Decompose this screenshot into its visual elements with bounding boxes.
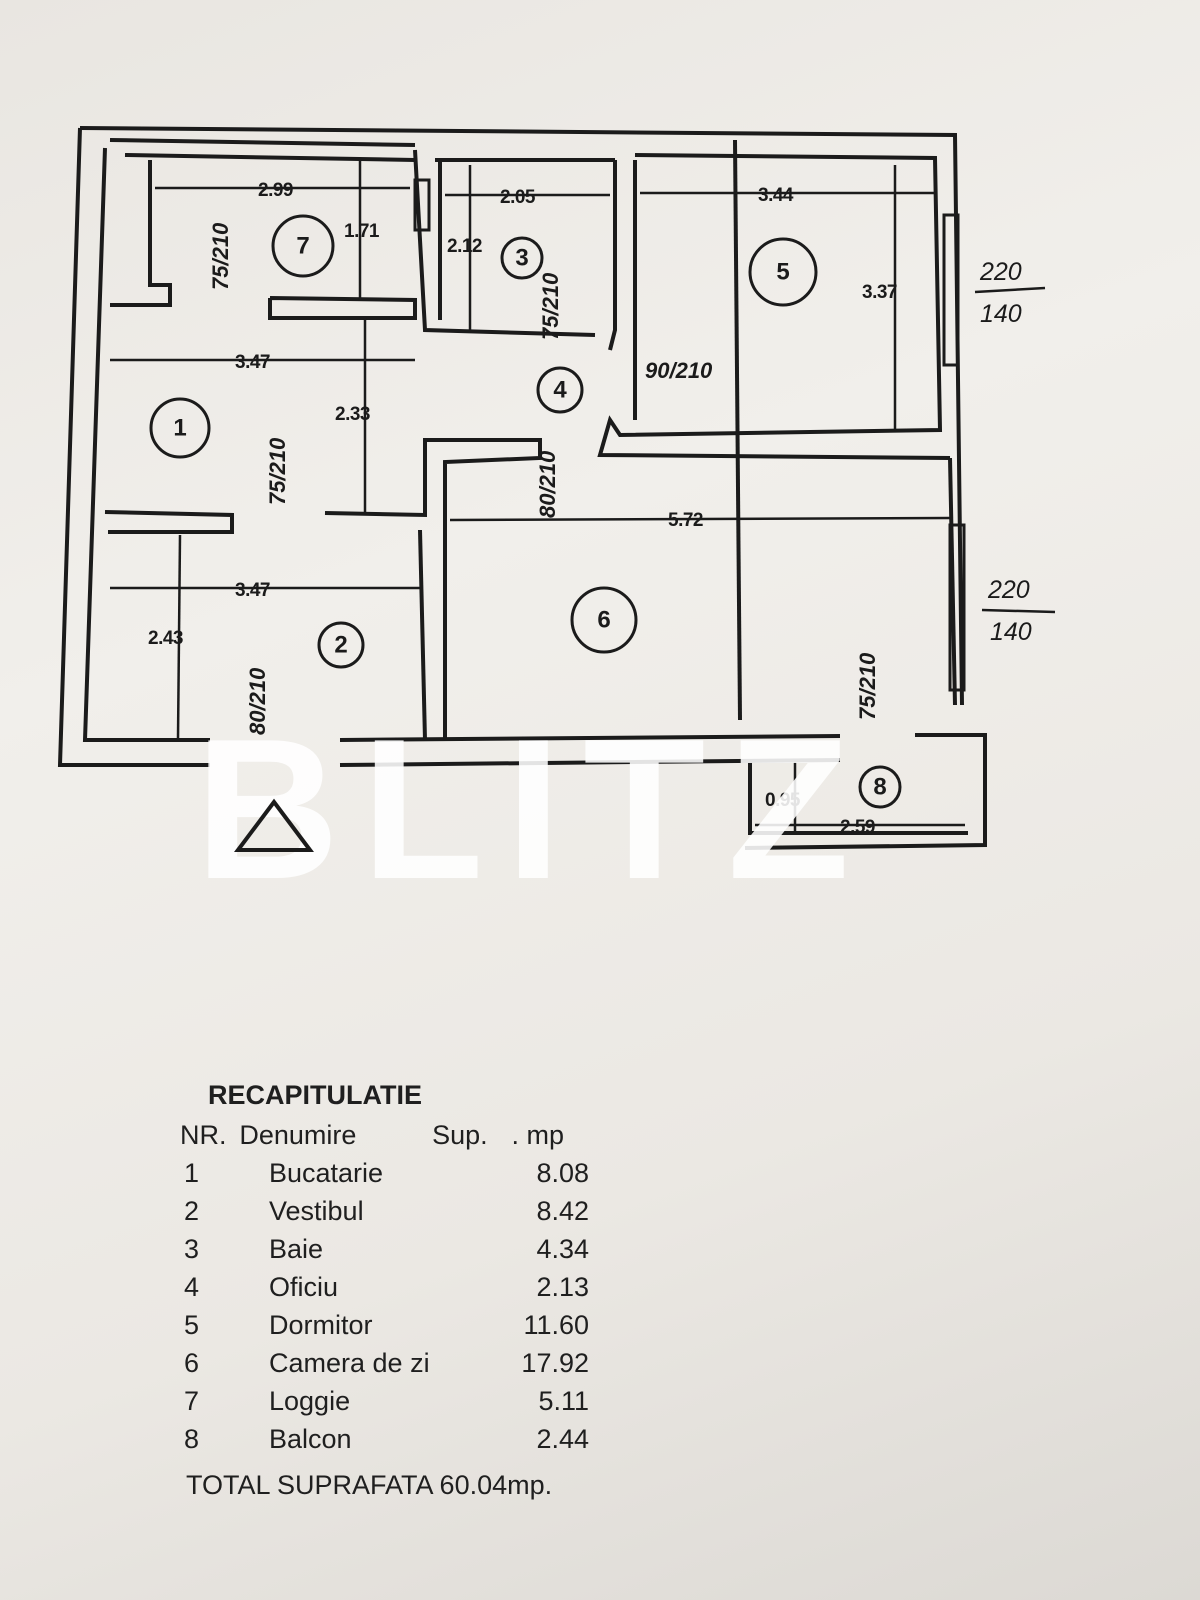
header-nr: NR.	[180, 1120, 227, 1150]
row-nr: 1	[184, 1158, 200, 1188]
table-row: 8 Balcon 2.44	[180, 1424, 640, 1462]
table-row: 3 Baie 4.34	[180, 1234, 640, 1272]
dim-r7-depth: 1.71	[344, 221, 380, 242]
window-2-top: 220	[987, 576, 1030, 604]
table-row: 6 Camera de zi 17.92	[180, 1348, 640, 1386]
row-nr: 7	[184, 1386, 200, 1416]
row-area: 11.60	[523, 1310, 589, 1340]
row-name: Balcon	[269, 1424, 352, 1454]
window-2-bottom: 140	[990, 618, 1032, 646]
room-7-number: 7	[296, 233, 309, 260]
door-label-2: 80/210	[245, 667, 270, 735]
dim-r7-width: 2.99	[258, 180, 293, 201]
row-name: Baie	[269, 1234, 324, 1264]
table-row: 5 Dormitor 11.60	[180, 1310, 640, 1348]
dim-r8-width: 2.59	[840, 817, 875, 838]
room-5-number: 5	[776, 259, 789, 286]
row-name: Vestibul	[269, 1196, 364, 1226]
dimension-labels: 2.99 1.71 2.05 2.12 3.44 3.37 3.47 2.33 …	[148, 180, 897, 838]
watermark: BLITZ	[195, 698, 872, 921]
table-row: 4 Oficiu 2.13	[180, 1272, 640, 1310]
row-name: Loggie	[269, 1386, 351, 1416]
header-unit: . mp	[511, 1120, 564, 1150]
window-1-top: 220	[979, 258, 1022, 286]
row-name: Bucatarie	[269, 1158, 384, 1188]
row-name: Dormitor	[269, 1310, 373, 1340]
dim-r2-depth: 2.43	[148, 628, 183, 649]
room-6-number: 6	[597, 607, 610, 634]
room-8-number: 8	[873, 774, 886, 801]
window-1-bottom: 140	[980, 300, 1022, 328]
floor-plan: 2.99 1.71 2.05 2.12 3.44 3.37 3.47 2.33 …	[57, 126, 1056, 921]
dim-r3-depth: 2.12	[447, 236, 482, 257]
row-nr: 2	[184, 1196, 200, 1226]
dim-r8-depth: 0.95	[765, 790, 801, 811]
row-name: Camera de zi	[269, 1348, 430, 1378]
row-area: 8.42	[536, 1196, 589, 1226]
row-area: 5.11	[538, 1386, 589, 1416]
row-area: 2.44	[536, 1424, 589, 1454]
room-2-number: 2	[334, 632, 347, 659]
table-row: 7 Loggie 5.11	[180, 1386, 640, 1424]
dim-r6-width: 5.72	[668, 510, 703, 531]
room-4-number: 4	[553, 377, 567, 404]
dim-r1-depth: 2.33	[335, 404, 370, 425]
door-label-1: 75/210	[265, 437, 290, 505]
door-label-6: 80/210	[535, 450, 560, 518]
door-label-3: 75/210	[538, 272, 563, 340]
row-area: 4.34	[536, 1234, 589, 1264]
room-3-number: 3	[515, 245, 528, 272]
row-nr: 5	[184, 1310, 200, 1340]
header-name: Denumire	[239, 1120, 357, 1150]
row-name: Oficiu	[269, 1272, 339, 1302]
window-labels: 220 140 220 140	[974, 258, 1056, 646]
door-label-7: 75/210	[208, 222, 233, 290]
door-label-5b: 75/210	[855, 652, 880, 720]
door-label-4: 90/210	[645, 358, 713, 383]
watermark-text: BLITZ	[195, 698, 872, 921]
dim-r3-width: 2.05	[500, 187, 536, 208]
recap-title: RECAPITULATIE	[208, 1080, 422, 1110]
row-nr: 8	[184, 1424, 200, 1454]
dim-r2-width: 3.47	[235, 580, 270, 601]
table-row: 1 Bucatarie 8.08	[180, 1158, 640, 1196]
dim-r5-width: 3.44	[758, 185, 794, 206]
row-area: 17.92	[521, 1348, 589, 1378]
row-nr: 3	[184, 1234, 200, 1264]
table-row: 2 Vestibul 8.42	[180, 1196, 640, 1234]
dim-r5-depth: 3.37	[862, 282, 897, 303]
interior-walls	[104, 139, 966, 741]
recap-header: NR. Denumire Sup. . mp	[180, 1120, 640, 1158]
door-labels: 75/210 75/210 90/210 75/210 80/210 80/21…	[208, 222, 880, 735]
row-area: 8.08	[536, 1158, 589, 1188]
row-nr: 4	[184, 1272, 200, 1302]
recap-total: TOTAL SUPRAFATA 60.04mp.	[186, 1470, 553, 1500]
room-1-number: 1	[173, 415, 186, 442]
row-area: 2.13	[536, 1272, 589, 1302]
header-sup: Sup.	[432, 1120, 488, 1150]
row-nr: 6	[184, 1348, 200, 1378]
watermark-triangle-icon	[234, 798, 314, 852]
room-markers: 1 2 3 4 5 6 7 8	[149, 214, 902, 809]
dim-r1-width: 3.47	[235, 352, 270, 373]
dimension-lines	[110, 160, 965, 832]
recap-table: RECAPITULATIE NR. Denumire Sup. . mp 1 Bu…	[180, 1080, 640, 1510]
